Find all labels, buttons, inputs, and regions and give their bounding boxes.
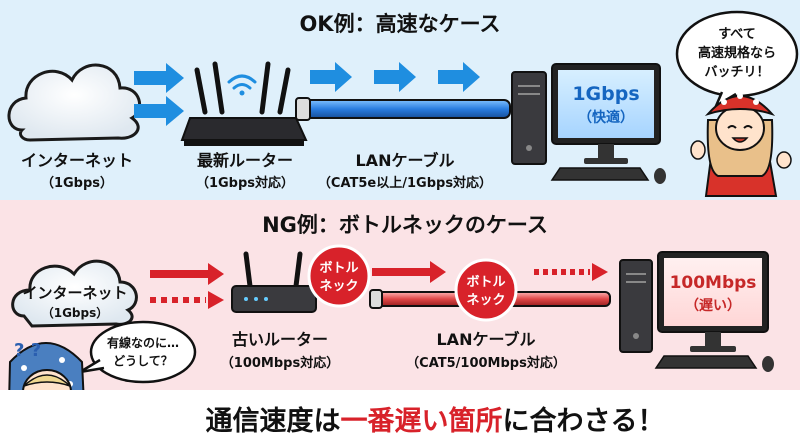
footer-message: 通信速度は一番遅い箇所に合わさる！ xyxy=(206,405,665,437)
keyboard-icon xyxy=(550,167,650,181)
bottleneck-badge-cable xyxy=(454,258,518,322)
ng-router-label: 古いルーター xyxy=(232,330,328,349)
ok-bubble-line2: 高速規格なら xyxy=(698,45,776,61)
desktop-pc-icon xyxy=(511,71,547,165)
ng-internet-label: インターネット xyxy=(22,284,127,302)
ng-bubble-line2: どうして？ xyxy=(113,354,173,368)
ng-internet-speed: （1Gbps） xyxy=(42,305,109,320)
ok-pc-note: （快適） xyxy=(578,109,634,126)
ok-bubble-line3: バッチリ！ xyxy=(704,65,769,80)
bottleneck-badge-router xyxy=(307,244,371,308)
ok-internet-speed: （1Gbps） xyxy=(41,175,113,191)
ok-router-label: 最新ルーター xyxy=(197,151,293,170)
ok-arrows-over-cable xyxy=(310,62,480,92)
ng-pc-note: （遅い） xyxy=(685,298,741,314)
footer-part2: 一番遅い箇所 xyxy=(341,405,503,437)
bottleneck-badge-cable-line2: ネック xyxy=(466,293,505,308)
ng-title: NG例：ボトルネックのケース xyxy=(262,213,548,237)
question-marks: ? ? xyxy=(14,340,41,361)
monitor-icon xyxy=(551,63,661,164)
wifi-icon xyxy=(227,74,257,96)
desktop-pc-icon xyxy=(619,259,653,353)
router-icon xyxy=(231,251,317,313)
cloud-icon xyxy=(11,259,138,328)
cloud-icon xyxy=(7,63,142,142)
ok-title: OK例：高速なケース xyxy=(299,12,500,36)
ng-router-spec: （100Mbps対応） xyxy=(221,355,339,371)
ok-cable-spec: （CAT5e以上/1Gbps対応） xyxy=(318,175,492,191)
ok-arrows-to-router xyxy=(134,63,184,126)
mouse-icon xyxy=(762,356,774,372)
footer-background xyxy=(0,390,800,446)
monitor-icon xyxy=(657,251,769,352)
ok-internet-label: インターネット xyxy=(21,151,133,170)
ng-bubble-line1: 有線なのに… xyxy=(107,335,179,350)
ok-router-spec: （1Gbps対応） xyxy=(196,175,294,191)
ok-cable-label: LANケーブル xyxy=(355,151,454,170)
ok-pc-speed: 1Gbps xyxy=(572,83,639,105)
router-icon xyxy=(180,61,308,146)
keyboard-icon xyxy=(654,355,758,369)
mouse-icon xyxy=(654,168,666,184)
bottleneck-badge-router-line2: ネック xyxy=(319,279,358,294)
ng-arrows-over-cable xyxy=(372,261,608,283)
ok-lan-cable xyxy=(295,97,511,121)
ng-cable-label: LANケーブル xyxy=(436,330,535,349)
girl-character-icon xyxy=(690,93,792,197)
ng-speech-bubble xyxy=(79,320,197,384)
ng-pc-speed: 100Mbps xyxy=(670,273,757,293)
footer-part1: 通信速度は xyxy=(206,405,341,437)
ok-bubble-line1: すべて xyxy=(718,27,756,42)
bottleneck-badge-cable-line1: ボトル xyxy=(466,274,505,290)
bottleneck-badge-router-line1: ボトル xyxy=(319,260,358,276)
footer-part3: に合わさる！ xyxy=(503,405,665,437)
ng-cable-spec: （CAT5/100Mbps対応） xyxy=(406,355,566,371)
ng-arrows-to-router xyxy=(150,263,224,309)
